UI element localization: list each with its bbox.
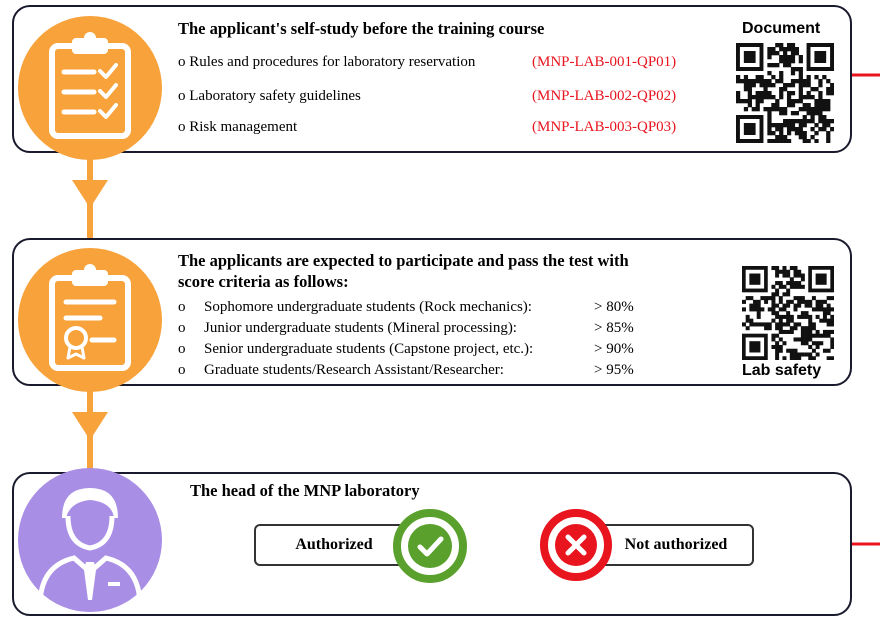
item-text: Laboratory safety guidelines bbox=[189, 88, 361, 104]
flow-arrow-down-icon bbox=[72, 180, 108, 208]
certificate-clipboard-icon bbox=[18, 248, 162, 392]
bullet: o bbox=[178, 320, 186, 336]
flow-arrow-down-icon bbox=[72, 412, 108, 440]
step2-item-1-text: Sophomore undergraduate students (Rock m… bbox=[204, 299, 532, 315]
step1-item-2-code: (MNP-LAB-002-QP02) bbox=[532, 88, 677, 104]
step1-item-3: o Risk management bbox=[178, 118, 297, 136]
step2-item-4-score: > 95% bbox=[594, 362, 634, 378]
step1-item-2: o Laboratory safety guidelines bbox=[178, 87, 361, 105]
item-text: Risk management bbox=[189, 119, 298, 135]
bullet: o bbox=[178, 299, 186, 315]
step2-item-4: o bbox=[178, 361, 186, 379]
bullet: o bbox=[178, 362, 186, 378]
person-tie-icon bbox=[18, 468, 162, 612]
check-circle-icon bbox=[393, 509, 467, 583]
bullet: o bbox=[178, 119, 186, 135]
lab-safety-qr-code-icon[interactable] bbox=[742, 266, 835, 361]
document-qr-code-icon[interactable] bbox=[736, 43, 835, 144]
step1-item-1: o Rules and procedures for laboratory re… bbox=[178, 53, 475, 71]
step3-title: The head of the MNP laboratory bbox=[190, 481, 420, 500]
step2-title-line2: score criteria as follows: bbox=[178, 272, 349, 291]
lab-safety-qr-label: Lab safety bbox=[742, 362, 822, 379]
step1-title: The applicant's self-study before the tr… bbox=[178, 19, 545, 38]
step2-item-4-text: Graduate students/Research Assistant/Res… bbox=[204, 362, 504, 378]
authorized-status: Authorized bbox=[254, 524, 414, 566]
bullet: o bbox=[178, 341, 186, 357]
step2-item-2: o bbox=[178, 319, 186, 337]
step2-item-2-text: Junior undergraduate students (Mineral p… bbox=[204, 320, 517, 336]
step2-item-3-text: Senior undergraduate students (Capstone … bbox=[204, 341, 534, 357]
step1-item-1-code: (MNP-LAB-001-QP01) bbox=[532, 54, 677, 70]
bullet: o bbox=[178, 54, 186, 70]
step2-item-1: o bbox=[178, 298, 186, 316]
checklist-clipboard-icon bbox=[18, 16, 162, 160]
not-authorized-status: Not authorized bbox=[598, 524, 754, 566]
document-qr-label: Document bbox=[742, 20, 821, 37]
step2-item-3: o bbox=[178, 340, 186, 358]
item-text: Rules and procedures for laboratory rese… bbox=[189, 54, 476, 70]
step2-item-2-score: > 85% bbox=[594, 320, 634, 336]
cross-circle-icon bbox=[540, 509, 612, 581]
step2-title-line1: The applicants are expected to participa… bbox=[178, 251, 629, 270]
step2-item-3-score: > 90% bbox=[594, 341, 634, 357]
step1-item-3-code: (MNP-LAB-003-QP03) bbox=[532, 119, 677, 135]
step2-item-1-score: > 80% bbox=[594, 299, 634, 315]
bullet: o bbox=[178, 88, 186, 104]
